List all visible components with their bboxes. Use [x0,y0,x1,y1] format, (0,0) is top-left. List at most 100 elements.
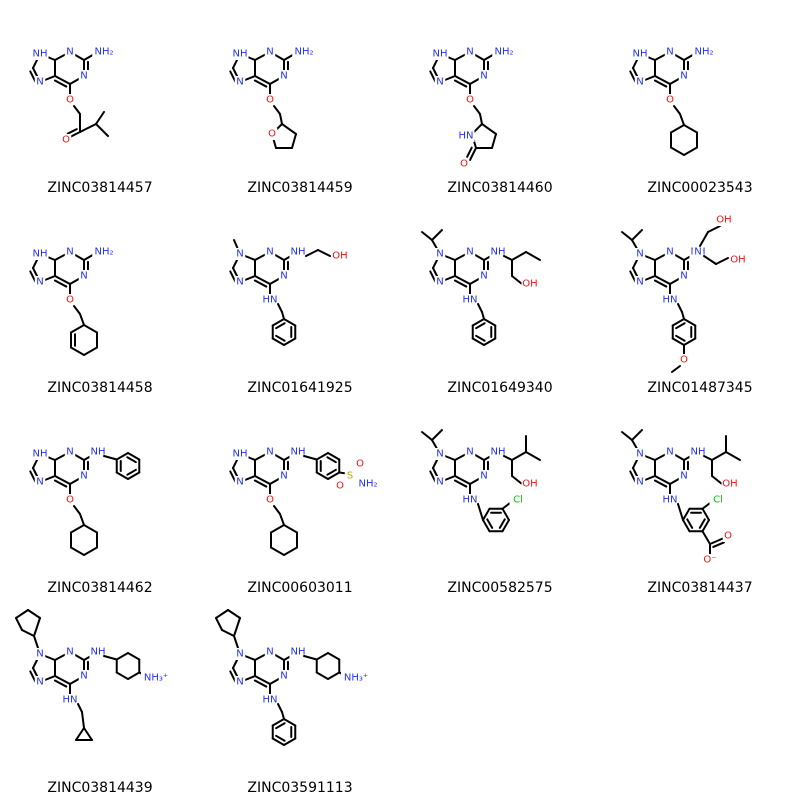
bond [454,275,471,285]
bond [429,70,437,84]
atom-label: N [80,471,87,482]
atom-mask [464,246,476,258]
bond [73,305,81,315]
atom-label: OH [730,255,745,266]
bond [699,231,709,247]
atom-mask [78,70,90,82]
bond [703,255,717,265]
bond [227,609,241,619]
atom-label: Cl [713,495,723,506]
bond [501,519,510,533]
bond [631,229,643,241]
atom-mask [34,76,46,88]
bond [303,455,318,461]
atom-mask [64,494,76,506]
atom-mask [264,46,276,58]
atom-mask [721,478,739,490]
bond [127,652,141,661]
atom-label: O [66,295,74,306]
bond [127,671,141,680]
atom-label: NH [633,49,648,60]
atom-label: N [666,47,673,58]
atom-label: N [466,447,473,458]
molecule-id-label: ZINC00582575 [447,580,553,596]
atom-label: N [480,271,487,282]
atom-label: NH [291,247,306,258]
atom-mask [341,672,371,684]
atom-label: N [466,47,473,58]
bond [482,507,491,521]
atom-mask [264,646,276,658]
bond [229,470,237,484]
bond [229,670,237,684]
bond [711,451,727,461]
atom-mask [334,480,346,492]
bond [270,546,285,556]
atom-label: O [356,459,364,470]
atom-label: NH [433,49,448,60]
atom-mask [289,646,307,658]
bond [27,609,41,619]
bond [725,451,741,461]
bond [673,105,681,115]
bond [486,518,494,529]
atom-mask [64,446,76,458]
bond [682,519,691,533]
bond [327,652,341,661]
bond [215,609,229,619]
bond [83,546,98,556]
atom-label: NH₂ [358,479,377,490]
bond [471,337,485,346]
bond [671,318,685,327]
atom-label: N [236,477,243,488]
atom-label: NH [491,447,506,458]
bond [229,70,237,84]
atom-label: HN [663,495,678,506]
atom-mask [664,94,676,106]
bond [503,455,513,461]
atom-label: NH [33,249,48,260]
bond [233,617,241,637]
bond [127,452,141,461]
bond [621,431,633,441]
bond [631,429,643,441]
molecule-id-label: ZINC03814459 [247,180,353,196]
atom-label: N [236,277,243,288]
atom-label: N [466,247,473,258]
atom-mask [634,476,646,488]
atom-mask [701,554,719,566]
atom-mask [278,70,290,82]
atom-label: N [680,71,687,82]
bond [454,475,471,485]
bond [326,468,337,476]
atom-mask [356,478,380,490]
bond [126,468,137,476]
atom-label: NH [33,49,48,60]
bond [281,311,285,320]
atom-mask [434,248,446,260]
bond [53,279,68,288]
bond [629,470,637,484]
atom-mask [634,448,646,460]
bond [681,311,685,320]
atom-label: N [80,71,87,82]
atom-mask [31,248,49,260]
atom-mask [344,470,356,482]
atom-mask [634,276,646,288]
atom-mask [34,648,46,660]
bond [670,124,685,134]
molecule-id-label: ZINC01487345 [647,380,753,396]
atom-mask [464,94,476,106]
atom-label: OH [332,251,347,262]
atom-label: N [266,447,273,458]
bond [475,322,486,330]
molecule-id-label: ZINC01641925 [247,380,353,396]
bond [712,541,725,548]
